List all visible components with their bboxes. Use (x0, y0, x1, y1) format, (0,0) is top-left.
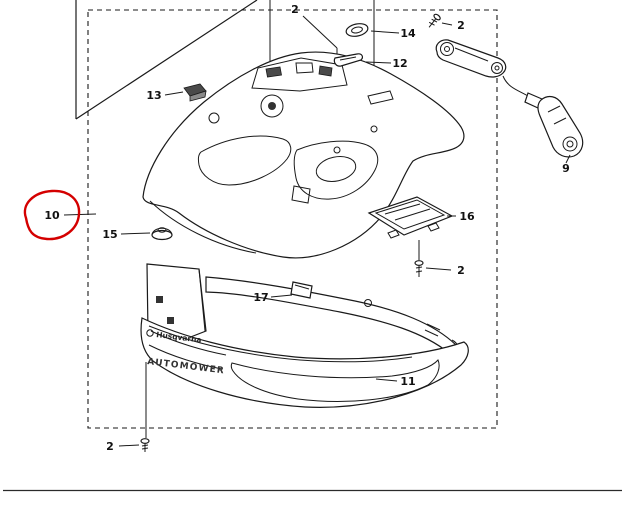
leader-15 (120, 232, 151, 235)
part-15-grommet-drawing (151, 227, 173, 241)
trim-left-edge (198, 268, 206, 332)
arm-upper-segment (435, 39, 507, 78)
screw-boss-center (333, 146, 341, 154)
leader-11 (375, 378, 398, 382)
leader-13 (164, 91, 184, 96)
leader-top-2-diagonal (302, 15, 338, 49)
leader-2-right (425, 267, 452, 271)
cover-boss-left (208, 112, 220, 124)
arm-lower-ridge-1 (547, 105, 561, 113)
main-cover-drawing (142, 51, 465, 259)
red-highlight-circle (23, 189, 81, 241)
leader-2-bottom (118, 444, 140, 447)
tray-tab-2 (427, 222, 440, 232)
part-labels: 2 14 12 13 2 9 10 15 16 2 17 11 2 (44, 3, 569, 453)
screw-head (140, 438, 150, 444)
screw-bottom-icon (140, 438, 150, 452)
part-label-17: 17 (253, 291, 268, 304)
brand-band-line-2 (148, 344, 223, 370)
trim-bracket-lines (424, 323, 441, 337)
hatch-small-rect (291, 185, 311, 204)
cover-cap-outer (260, 94, 284, 118)
arm-upper-ridge (454, 47, 489, 62)
part-label-13: 13 (146, 89, 161, 102)
cover-right-vent (367, 90, 394, 105)
part-label-9: 9 (562, 162, 570, 175)
part-12-bracket-drawing (333, 53, 363, 67)
arm-cable (502, 75, 529, 97)
part-11-front-cover-drawing: Husqvarna AUTOMOWER (140, 317, 469, 438)
brand-band-line-1 (150, 330, 227, 356)
part-label-10: 10 (44, 209, 60, 222)
screw-head (433, 13, 441, 21)
arm-end-boss-outer (562, 136, 578, 152)
front-cover-panel (230, 359, 440, 402)
rear-hatch-vent-3 (318, 65, 333, 77)
leader-17 (270, 294, 293, 298)
screw-shaft (428, 18, 437, 28)
clip-side-face (189, 90, 207, 102)
part-label-11: 11 (400, 375, 415, 388)
part-label-12: 12 (392, 57, 407, 70)
trim-clip-ridge (294, 284, 310, 290)
part-label-16: 16 (459, 210, 475, 223)
cover-cap-inner (268, 102, 276, 110)
arm-joint-right-inner (494, 65, 500, 71)
part-label-2-top: 2 (291, 3, 299, 16)
hatch-dial-oval (315, 156, 357, 182)
tray-slot-2 (394, 208, 431, 221)
screw-boss-right (370, 125, 378, 133)
rear-hatch-vent-2 (295, 62, 314, 74)
trim-hole-1 (156, 296, 163, 303)
front-cover-outline (140, 317, 469, 408)
screw-threads (141, 444, 149, 450)
trim-clip (290, 281, 313, 299)
screw-head (414, 260, 424, 266)
cover-hatch-opening (293, 140, 379, 200)
part-label-2-right: 2 (457, 264, 465, 277)
screw-threads (428, 18, 438, 26)
part-13-clip-drawing (183, 83, 207, 102)
brand-crown-logo-icon (146, 329, 154, 337)
arm-joint-left-inner (444, 46, 450, 52)
leader-12 (365, 61, 392, 64)
corner-line-diagonal (75, 0, 258, 120)
part-14-cap-drawing (345, 23, 369, 37)
grommet-top (157, 227, 167, 233)
screw-drawings (140, 13, 441, 452)
leader-14 (370, 30, 400, 34)
cover-front-rim (149, 200, 257, 254)
screw-top-right-icon (428, 13, 441, 28)
screw-right-icon (414, 260, 424, 277)
part-9-arm-drawing (435, 39, 584, 158)
part-17-trim-drawing (146, 263, 459, 354)
cover-left-recess (197, 135, 292, 186)
tray-tab-1 (387, 229, 400, 239)
dashed-boundary-box (87, 9, 498, 429)
part-label-14: 14 (400, 27, 416, 40)
arm-joint-left-outer (440, 42, 454, 56)
trim-hole-2 (167, 317, 174, 324)
front-cover-top-line (148, 325, 413, 363)
trim-hole-round (364, 299, 372, 307)
arm-lower-ridge-2 (553, 117, 567, 125)
tray-slot-1 (384, 203, 421, 215)
arm-end-boss-inner (566, 140, 574, 148)
part-label-2-bottom: 2 (106, 440, 114, 453)
cap-outer (345, 23, 369, 37)
leader-2-top-right (441, 22, 453, 26)
part-label-2-top-right: 2 (457, 19, 465, 32)
tray-inner (374, 199, 446, 230)
cap-inner (351, 26, 363, 34)
part-label-15: 15 (102, 228, 117, 241)
cover-outline (142, 51, 465, 259)
rear-hatch-vent-1 (265, 66, 282, 78)
screw-threads (415, 266, 423, 273)
arm-joint-right-outer (491, 62, 503, 74)
leader-9 (565, 154, 571, 164)
trim-strip (205, 276, 457, 354)
bracket-ridge (339, 56, 357, 61)
